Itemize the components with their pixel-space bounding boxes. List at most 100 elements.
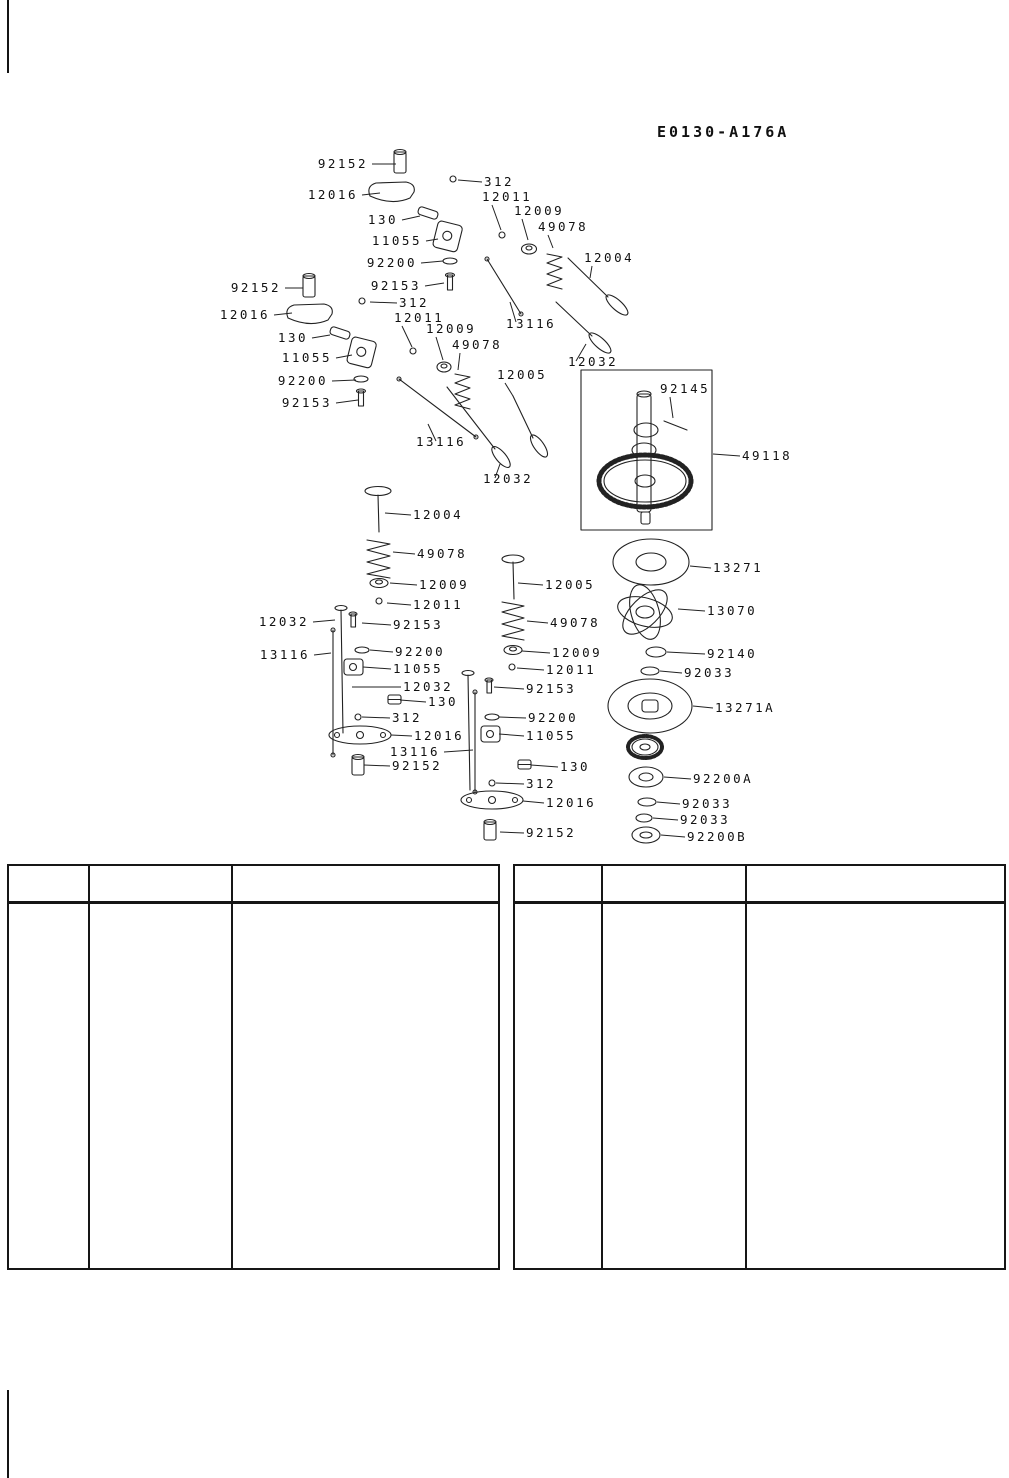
part-label-12005: 12005 <box>497 367 547 382</box>
valve-12032-top <box>555 301 612 354</box>
leader-line-92153 <box>493 686 525 690</box>
washer-92200-b <box>484 713 500 721</box>
rocker-pivot-92152-1 <box>393 148 407 174</box>
leader-line-13116 <box>427 423 437 442</box>
leader-line-49078 <box>392 551 416 555</box>
rocker-arm-12016-2 <box>286 303 333 325</box>
camshaft-assembly-49118 <box>580 369 713 531</box>
bolt-92153-1 <box>444 272 456 291</box>
leader-line-130 <box>399 699 427 703</box>
table-right-header-cell-1 <box>515 866 603 904</box>
pin-92145 <box>663 420 688 431</box>
leader-line-12011 <box>491 204 502 231</box>
leader-line-92153 <box>361 622 392 626</box>
part-label-11055: 11055 <box>372 233 422 248</box>
rocker-plate-12016-b <box>460 790 524 810</box>
part-label-13271A: 13271A <box>715 700 775 715</box>
valve-12005-upper <box>512 395 549 458</box>
leader-line-92200B <box>660 834 686 838</box>
bolt-92153-2 <box>355 388 367 407</box>
part-label-130: 130 <box>278 330 308 345</box>
rocker-arm-12016-1 <box>368 181 415 203</box>
part-label-13116: 13116 <box>506 316 556 331</box>
part-label-49078: 49078 <box>452 337 502 352</box>
leader-line-12011 <box>516 667 545 671</box>
part-label-130: 130 <box>560 759 590 774</box>
gear-42036 <box>626 734 664 760</box>
valve-12004-mid <box>364 485 392 533</box>
pin-312-2 <box>358 297 366 305</box>
part-label-130: 130 <box>428 694 458 709</box>
part-label-12009: 12009 <box>419 577 469 592</box>
leader-line-12016 <box>522 800 545 804</box>
valve-12005-mid <box>501 554 525 600</box>
part-label-92200A: 92200A <box>693 771 753 786</box>
valve-spring-49078-4 <box>501 601 525 641</box>
part-label-92200B: 92200B <box>687 829 747 844</box>
leader-line-92200A <box>663 776 692 780</box>
valve-spring-49078-3 <box>366 539 391 579</box>
sleeve-92152-a <box>351 753 365 776</box>
bracket-11055-b <box>480 725 501 743</box>
part-label-92152: 92152 <box>526 825 576 840</box>
leader-line-92033 <box>652 817 679 821</box>
part-label-312: 312 <box>526 776 556 791</box>
ring-92033-1 <box>640 666 660 676</box>
table-left-body-cell-1 <box>9 904 90 1268</box>
part-label-49078: 49078 <box>550 615 600 630</box>
leader-line-13116 <box>313 652 332 656</box>
leader-line-12016 <box>361 192 381 196</box>
nut-130-b <box>517 759 532 770</box>
leader-line-13271 <box>689 565 712 569</box>
bolt-92153-a <box>348 611 358 628</box>
part-label-12009: 12009 <box>426 321 476 336</box>
part-label-12016: 12016 <box>220 307 270 322</box>
pin-312-1 <box>449 175 457 183</box>
part-label-11055: 11055 <box>526 728 576 743</box>
parts-table-left <box>7 864 500 1270</box>
part-label-12011: 12011 <box>413 597 463 612</box>
leader-line-12011 <box>401 325 413 348</box>
part-label-12032: 12032 <box>568 354 618 369</box>
part-label-92153: 92153 <box>371 278 421 293</box>
retainer-12009-1 <box>520 243 538 255</box>
valve-12032-mid <box>446 386 511 469</box>
bracket-11055-2 <box>346 336 377 369</box>
pushrod-13116-b <box>472 689 478 795</box>
part-label-11055: 11055 <box>393 661 443 676</box>
pin-312-b <box>488 779 496 787</box>
washer-13271 <box>612 538 690 586</box>
part-label-13070: 13070 <box>707 603 757 618</box>
leader-line-13070 <box>677 608 706 612</box>
leader-line-12009 <box>521 650 551 654</box>
leader-line-12009 <box>521 218 529 241</box>
camshaft-box <box>580 369 713 531</box>
table-left-header-cell-3 <box>233 866 498 904</box>
leader-line-92200 <box>498 716 527 719</box>
bracket-11055-a <box>343 658 364 676</box>
valve-12004-1 <box>567 257 629 316</box>
leader-line-13271A <box>692 705 714 709</box>
part-label-92033: 92033 <box>684 665 734 680</box>
leader-line-11055 <box>335 354 353 359</box>
part-label-12004: 12004 <box>584 250 634 265</box>
leader-line-12009 <box>389 582 418 586</box>
part-label-92153: 92153 <box>393 617 443 632</box>
part-label-12032: 12032 <box>403 679 453 694</box>
leader-line-11055 <box>425 238 439 242</box>
leader-line-312 <box>369 301 398 304</box>
part-label-49078: 49078 <box>417 546 467 561</box>
leader-line-92153 <box>335 399 359 404</box>
part-label-92200: 92200 <box>528 710 578 725</box>
leader-line-92153 <box>424 282 445 287</box>
part-label-92152: 92152 <box>392 758 442 773</box>
rocker-pivot-92152-2 <box>302 272 316 298</box>
part-label-92200: 92200 <box>278 373 328 388</box>
leader-line-12011 <box>386 602 412 606</box>
retainer-plate-13271A <box>607 678 693 734</box>
leader-line-92200 <box>331 379 357 382</box>
part-label-92153: 92153 <box>526 681 576 696</box>
leader-line-12016 <box>273 312 293 316</box>
table-left-header-cell-2 <box>90 866 233 904</box>
table-right-body-cell-3 <box>747 904 1004 1268</box>
